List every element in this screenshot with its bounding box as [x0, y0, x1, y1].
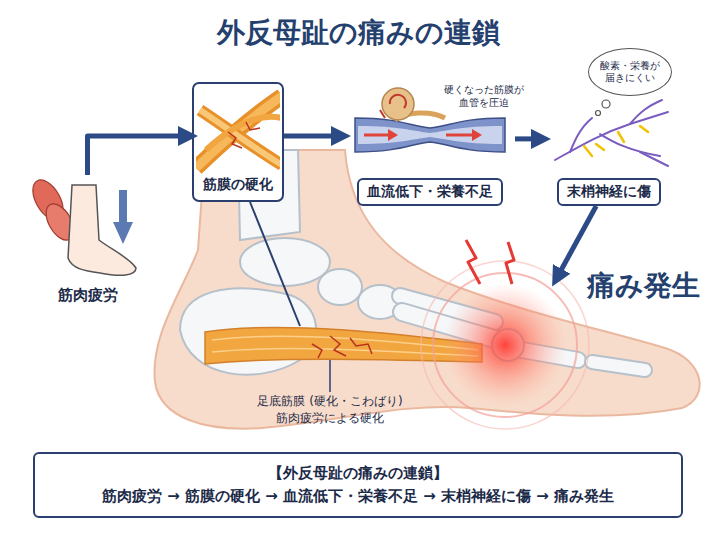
stage-label: 筋肉疲労 [58, 286, 118, 305]
stage-box: 筋膜の硬化 [192, 82, 284, 202]
bubble-text: 酸素・栄養が 届きにくい [593, 60, 667, 85]
stage-icon: 筋肉疲労 [30, 175, 145, 305]
callout-note: 硬くなった筋膜が 血管を圧迫 [438, 84, 530, 109]
summary-box: 【外反母趾の痛みの連鎖】筋肉疲労 → 筋膜の硬化 → 血流低下・栄養不足 → 末… [33, 452, 683, 518]
result-node: 痛み発生 [555, 262, 700, 310]
thought-bubble: 酸素・栄養が 届きにくい [588, 48, 672, 96]
summary-heading: 【外反母趾の痛みの連鎖】 [268, 464, 448, 483]
stage-box: 末梢神経に傷 [545, 98, 673, 206]
stage-label: 筋膜の硬化 [203, 176, 273, 194]
result-label: 痛み発生 [587, 267, 700, 305]
part-label: 筋肉疲労による硬化 [230, 411, 430, 426]
flow-arrow [88, 136, 193, 175]
summary-text: 筋肉疲労 → 筋膜の硬化 → 血流低下・栄養不足 → 末梢神経に傷 → 痛み発生 [102, 487, 614, 506]
diagram-title: 外反母趾の痛みの連鎖 [0, 14, 716, 52]
stage-label: 血流低下・栄養不足 [357, 178, 503, 206]
part-label: 足底筋膜 (硬化・こわばり) [230, 394, 430, 409]
flow-arrow [284, 134, 345, 139]
stage-label: 末梢神経に傷 [557, 178, 661, 206]
flow-arrow [515, 136, 545, 141]
